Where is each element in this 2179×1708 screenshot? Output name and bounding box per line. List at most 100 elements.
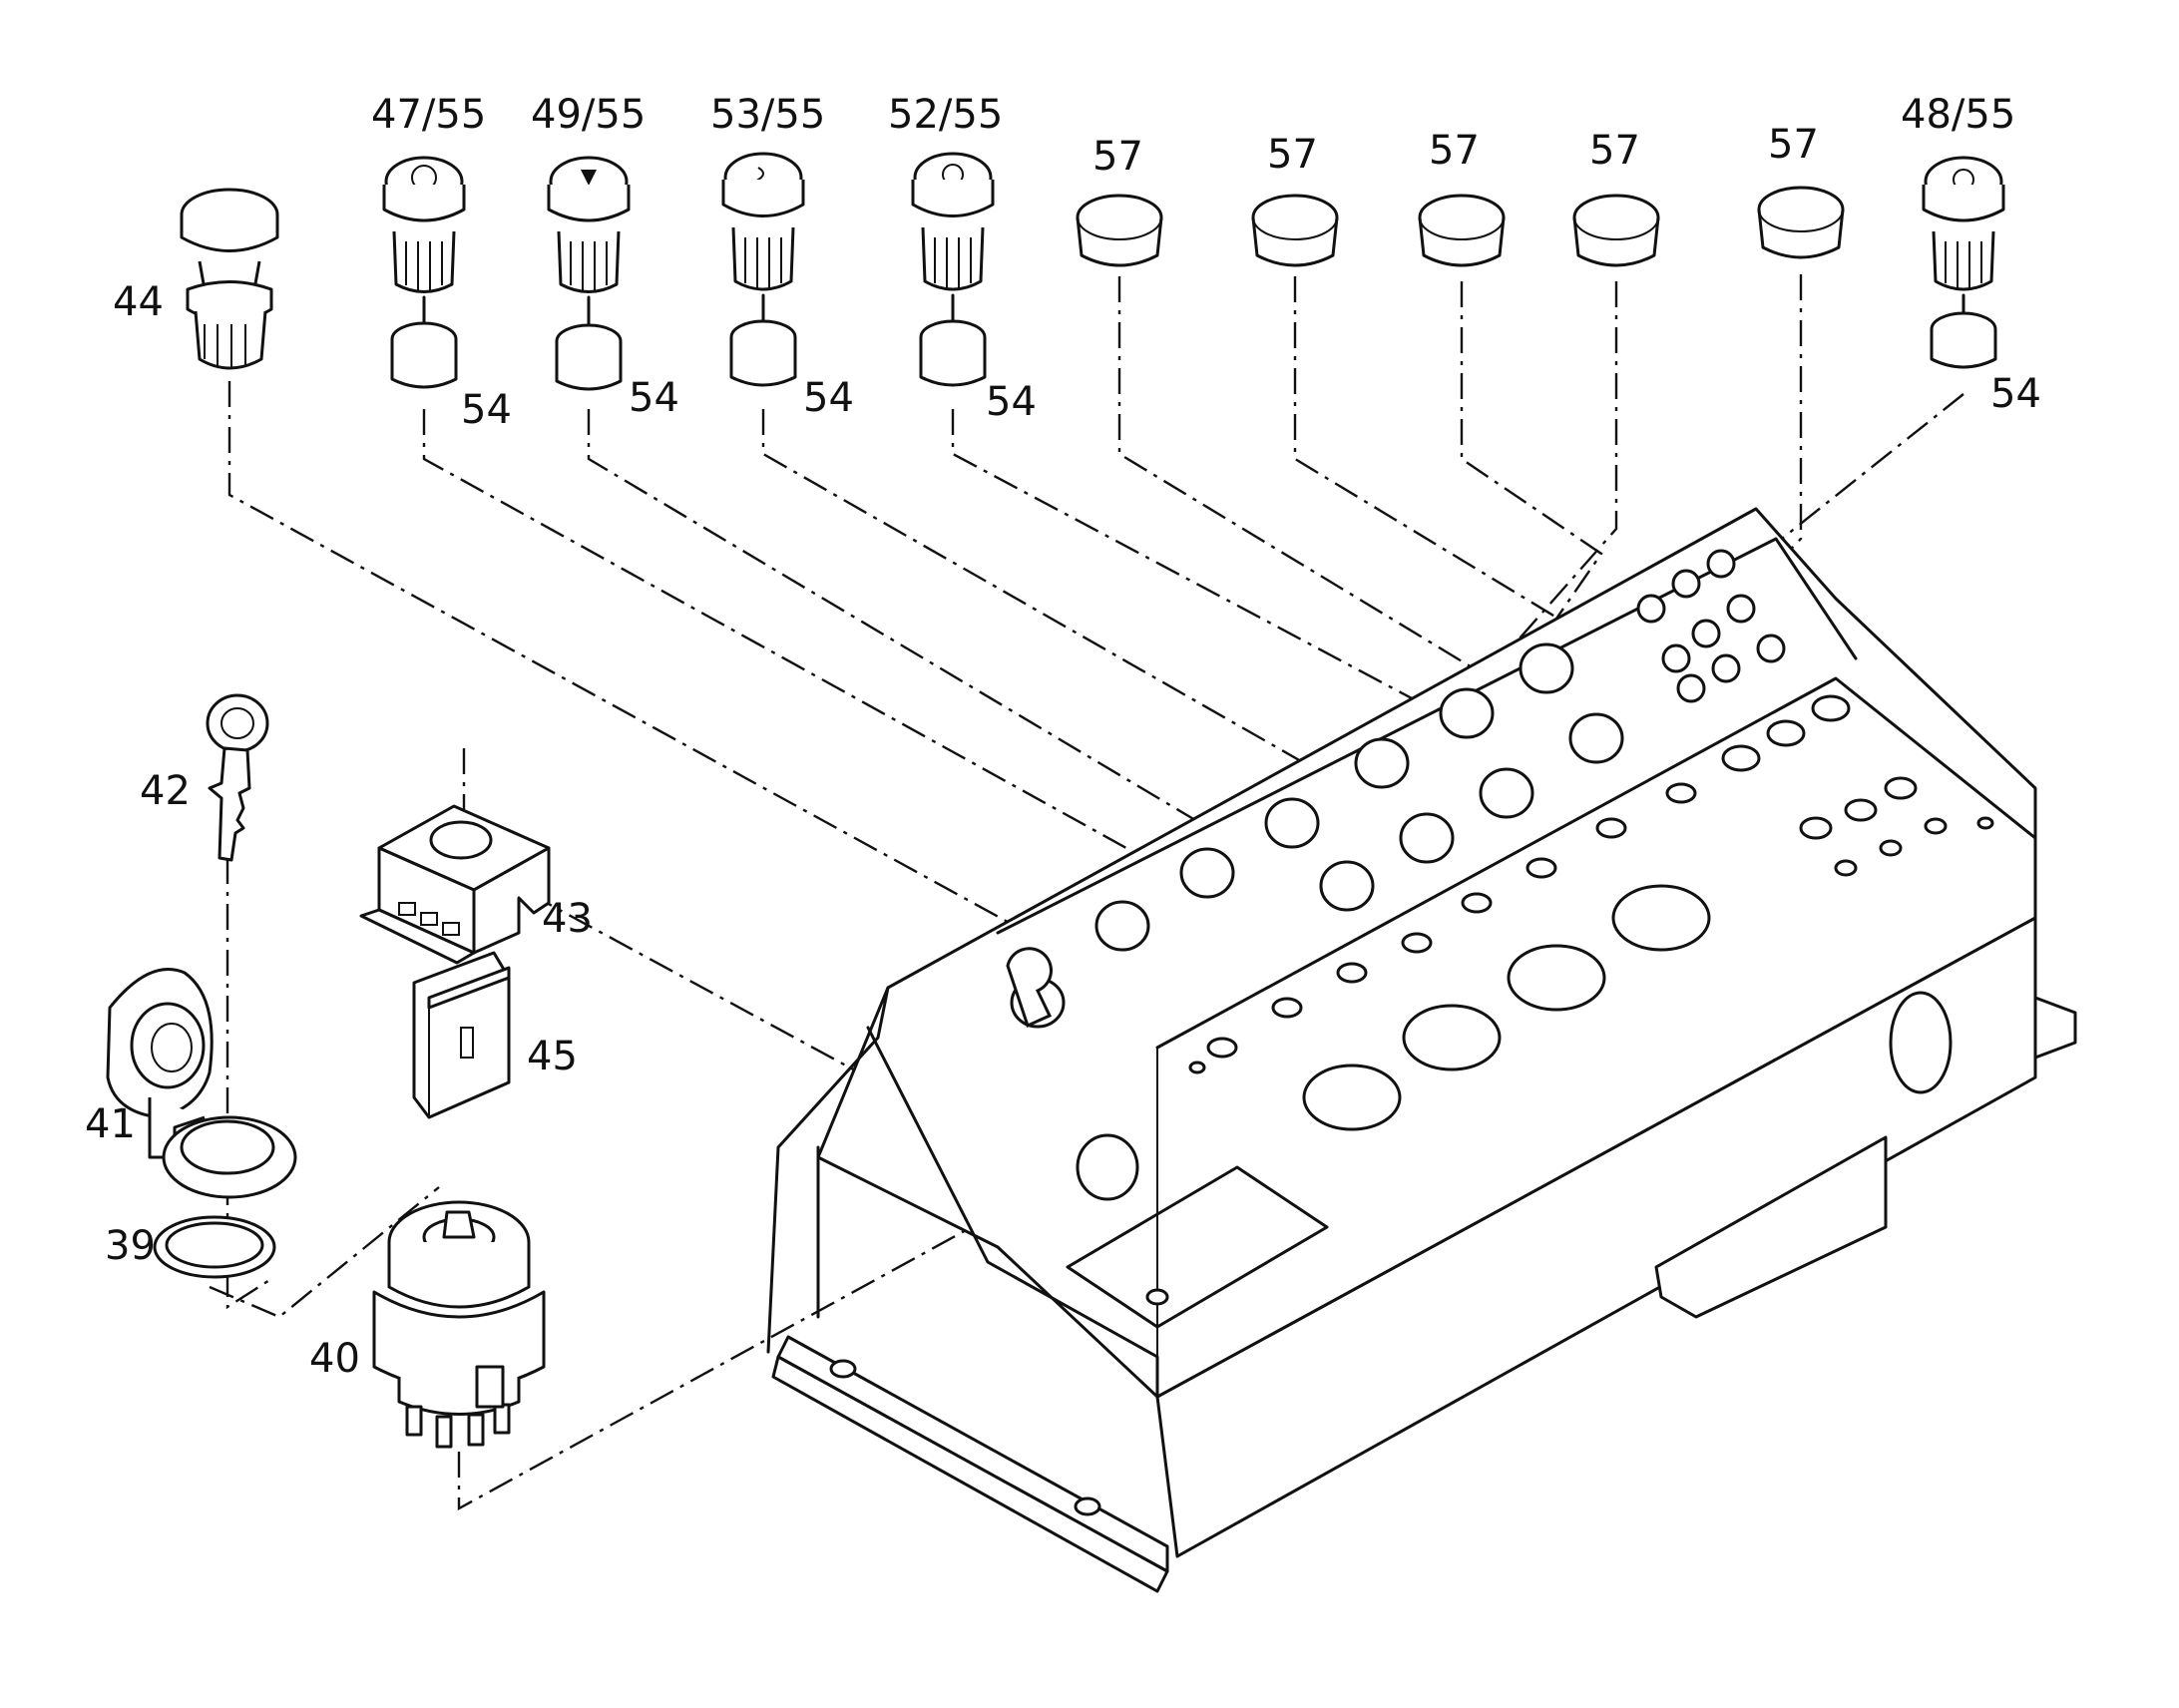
callout-54-5: 54	[1990, 371, 2041, 417]
slope-small-8	[1711, 653, 1741, 683]
slope-hole-8	[1319, 860, 1375, 912]
slope-hole-5	[1354, 737, 1410, 789]
slope-hole-4	[1264, 797, 1320, 849]
callout-44: 44	[113, 279, 164, 325]
leader-40b	[209, 1186, 440, 1319]
leader-49	[587, 409, 1245, 879]
dashboard-panel-housing	[766, 507, 2077, 1593]
slope-hole-7	[1519, 642, 1574, 694]
slope-small-7	[1676, 673, 1706, 703]
leader-57c	[1460, 281, 1603, 620]
small-hole-7	[1976, 816, 1994, 830]
leader-52	[951, 409, 1414, 739]
panel-right-flange	[2033, 996, 2077, 1060]
switch-bodies	[382, 152, 2005, 391]
plug-57-5	[1757, 186, 1845, 259]
lamp-hole-7	[1595, 817, 1627, 839]
side-opening	[1889, 991, 1953, 1094]
gauge-hole-2	[1402, 1004, 1502, 1071]
callout-43: 43	[542, 896, 593, 942]
blanking-plugs	[1076, 186, 1845, 267]
panel-inner-wall	[766, 986, 890, 1354]
small-hole-8	[1188, 1061, 1206, 1074]
small-hole-3	[1884, 776, 1918, 800]
plug-57-1	[1076, 194, 1163, 267]
switch-hole-a	[1721, 744, 1761, 772]
plug-57-2	[1251, 194, 1339, 267]
small-hole-2	[1844, 798, 1878, 822]
leader-44	[227, 381, 1050, 1060]
callout-54-1: 54	[461, 387, 512, 433]
slope-hole-2	[1094, 900, 1150, 952]
callout-40: 40	[309, 1336, 360, 1382]
keyhole-opening	[1006, 947, 1053, 1029]
slope-hole-11	[1568, 712, 1624, 764]
panel-recess-floor	[1066, 1165, 1329, 1329]
slope-small-3	[1706, 549, 1736, 579]
lamp-hole-4	[1401, 932, 1433, 954]
lamp-hole-6	[1525, 857, 1557, 879]
mount-hole-2	[1074, 1496, 1101, 1516]
callout-42: 42	[140, 768, 191, 814]
callout-57-5: 57	[1768, 122, 1819, 168]
lamp-hole-1	[1206, 1037, 1238, 1059]
switch-hole-c	[1811, 694, 1851, 722]
leader-57b	[1293, 276, 1593, 669]
part-43-bracket	[359, 804, 551, 965]
plug-57-4	[1572, 194, 1660, 267]
part-41-ring	[162, 1115, 297, 1199]
small-hole-1	[1799, 816, 1833, 840]
panel-upper-ridge	[996, 537, 1858, 935]
part-44-knob	[180, 188, 279, 370]
lower-housing	[1654, 1135, 1888, 1319]
slope-hole-6	[1439, 687, 1495, 739]
slope-hole-12	[1076, 1133, 1139, 1201]
part-42-key	[206, 693, 269, 862]
callout-54-3: 54	[803, 375, 854, 421]
part-47-switch	[382, 156, 466, 389]
gauge-hole-1	[1302, 1064, 1402, 1131]
part-49-switch	[547, 156, 631, 391]
part-41-cover	[106, 968, 214, 1159]
callout-45: 45	[527, 1034, 578, 1079]
gauge-hole-3	[1507, 944, 1606, 1012]
slope-hole-10	[1479, 767, 1534, 819]
callout-57-1: 57	[1092, 134, 1143, 180]
callout-47-55: 47/55	[371, 92, 486, 138]
slope-small-5	[1691, 619, 1721, 648]
leader-key	[225, 858, 275, 1310]
plug-57-3	[1418, 194, 1506, 267]
mount-hole-1	[829, 1359, 857, 1379]
slope-small-4	[1661, 643, 1691, 673]
lamp-hole-3	[1336, 962, 1368, 984]
leader-57d	[1466, 281, 1618, 699]
callout-57-3: 57	[1429, 128, 1480, 174]
lamp-hole-8	[1665, 782, 1697, 804]
lamp-hole-2	[1271, 997, 1303, 1019]
leader-57a	[1117, 276, 1509, 719]
callout-41: 41	[85, 1101, 136, 1147]
slope-small-1	[1636, 594, 1666, 624]
leader-40	[457, 1120, 1163, 1511]
panel-ridge	[1155, 676, 2037, 1050]
callout-49-55: 49/55	[531, 92, 646, 138]
lamp-hole-5	[1461, 892, 1493, 914]
callout-53-55: 53/55	[710, 92, 825, 138]
slope-small-9	[1756, 634, 1786, 663]
part-39-seal-ring	[153, 1215, 276, 1279]
base-flange-edge	[771, 1355, 1169, 1593]
callout-54-2: 54	[629, 375, 679, 421]
callout-57-4: 57	[1589, 128, 1640, 174]
part-40-ignition-switch	[372, 1200, 546, 1449]
slope-hole-9	[1399, 812, 1455, 864]
slope-hole-3	[1179, 847, 1235, 899]
callout-39: 39	[105, 1223, 156, 1269]
small-hole-6	[1924, 817, 1948, 835]
callout-labels: 44 47/55 49/55 53/55 52/55 57 57 57 57 5…	[85, 92, 2041, 1382]
part-53-switch	[721, 152, 805, 387]
gauge-hole-4	[1611, 884, 1711, 952]
mount-hole-3	[1145, 1288, 1169, 1306]
slope-small-2	[1671, 569, 1701, 599]
callout-48-55: 48/55	[1901, 92, 2015, 138]
